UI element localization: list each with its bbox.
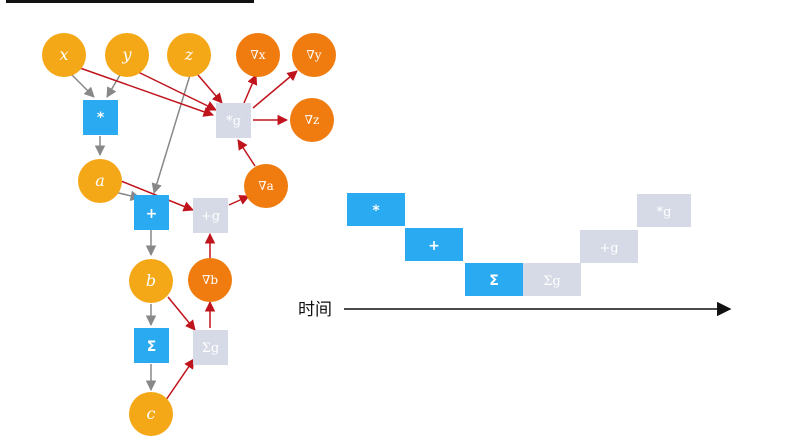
op-mul-grad: *g [216,103,251,138]
timeline-block-add: + [405,228,463,261]
node-a-label: a [95,171,105,190]
edge-b-to-sumg [167,296,196,331]
op-sum: Σ [134,328,169,363]
node-z-label: z [184,45,194,64]
timeline-block-mul-grad-label: *g [657,205,672,220]
timeline-block-mul: * [347,193,405,226]
node-x: x [42,33,86,77]
op-sum-grad: Σg [193,330,228,365]
node-b-label: b [146,271,156,290]
node-z: z [167,33,211,77]
op-add-grad-label: +g [201,209,220,224]
edge-c-to-sumg [165,358,195,401]
edge-mulg-to-gx [243,74,258,104]
edge-y-to-mul [106,74,121,98]
timeline-block-add-label: + [428,238,440,254]
node-grad-a: ∇a [244,164,288,208]
timeline-block-sum-grad: Σg [523,263,581,296]
backward-op-nodes: *g +g Σg [193,103,251,365]
timeline-block-add-grad: +g [580,230,638,263]
edge-ga-to-mulg [237,139,256,167]
timeline-block-sum-label: Σ [489,273,499,289]
op-sum-label: Σ [147,339,157,355]
edge-x-to-mul [71,74,95,98]
op-add: + [134,195,169,230]
op-add-label: + [146,206,158,222]
timeline-block-mul-grad: *g [637,194,691,227]
node-grad-b-label: ∇b [202,273,218,287]
node-grad-z: ∇z [290,98,334,142]
node-grad-y-label: ∇y [306,48,321,62]
op-sum-grad-label: Σg [202,341,220,356]
cropped-top-text [6,0,254,3]
op-mul: * [83,100,118,135]
timeline: * + Σ Σg +g *g 时间 [298,193,732,320]
edge-z-to-mulg [197,74,223,104]
gradient-nodes: ∇x ∇y ∇z ∇a ∇b [188,33,336,302]
timeline-block-mul-label: * [372,203,380,219]
edge-addg-to-ga [228,195,250,206]
node-c: c [129,392,173,436]
op-mul-grad-label: *g [226,114,241,129]
node-grad-a-label: ∇a [258,179,274,193]
forward-op-nodes: * + Σ [83,100,169,363]
node-y: y [105,33,149,77]
edge-z-to-add [151,74,191,195]
timeline-block-sum: Σ [465,263,523,296]
backward-edges [79,67,298,401]
timeline-block-add-grad-label: +g [599,241,618,256]
node-grad-b: ∇b [188,258,232,302]
node-c-label: c [147,404,156,423]
node-grad-z-label: ∇z [305,113,320,127]
node-grad-x: ∇x [236,33,280,77]
edge-y-to-mulg [133,69,217,111]
time-axis-label: 时间 [298,300,332,320]
node-a: a [78,159,122,203]
node-b: b [129,259,173,303]
node-y-label: y [121,45,132,64]
variable-nodes: x y z a b c [42,33,211,436]
op-add-grad: +g [193,198,228,233]
node-x-label: x [59,45,68,64]
op-mul-label: * [97,110,105,126]
node-grad-y: ∇y [292,33,336,77]
node-grad-x-label: ∇x [250,48,265,62]
edge-x-to-mulg [79,67,214,117]
edge-mulg-to-gy [252,70,298,109]
timeline-block-sum-grad-label: Σg [543,274,561,289]
